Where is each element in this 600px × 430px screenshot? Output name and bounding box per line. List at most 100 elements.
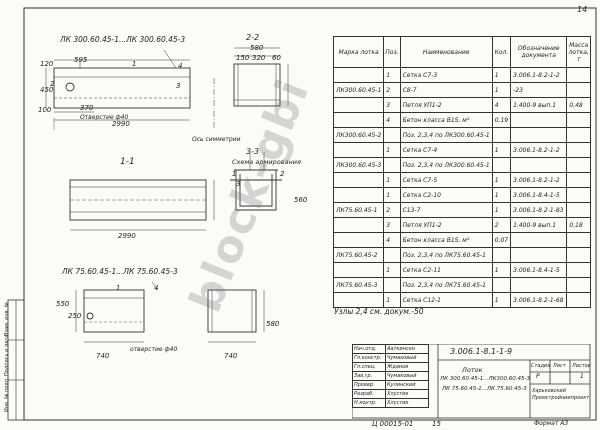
doc-code: 3.006.1-8.1-1-9: [450, 347, 513, 356]
spec-cell-mass: [566, 172, 591, 188]
dim-595: 595: [74, 56, 88, 64]
spec-cell-mark: [332, 217, 385, 233]
reinforcement-scheme: [230, 169, 282, 211]
spec-cell-name: Сетка С7-4: [399, 142, 493, 158]
spec-col-qty: Кол.: [491, 36, 512, 68]
hole-label-bottom: отверстие ф40: [130, 346, 178, 353]
spec-col-name: Наименование: [399, 36, 493, 68]
spec-cell-doc: [510, 277, 568, 293]
spec-cell-qty: 1: [491, 142, 512, 158]
spec-cell-doc: [510, 112, 568, 128]
spec-cell-pos: 1: [383, 172, 401, 188]
spec-cell-name: Сетка С2-10: [399, 187, 493, 203]
callout-2: 2: [50, 80, 55, 88]
dim-550: 550: [56, 300, 70, 308]
tray-section-short: [207, 289, 257, 333]
title-block-frame: [352, 344, 591, 419]
dim-560: 560: [294, 196, 308, 204]
callout-3: 3: [176, 82, 181, 90]
spec-cell-mark: ЛК75.60.45-3: [332, 277, 385, 293]
callout-9: 4: [154, 284, 159, 292]
dim-250: 250: [68, 312, 82, 320]
spec-cell-pos: [383, 157, 401, 173]
spec-cell-pos: 3: [383, 217, 401, 233]
side-stamp-sign: Подпись и дата: [4, 334, 10, 376]
spec-cell-mass: [566, 277, 591, 293]
callout-5: 1: [232, 170, 237, 178]
spec-cell-name: Сетка С2-11: [399, 262, 493, 278]
callout-4: 4: [178, 62, 183, 70]
spec-cell-doc: [510, 127, 568, 143]
spec-cell-mass: [566, 247, 591, 263]
spec-cell-pos: 1: [383, 262, 401, 278]
technical-drawings: [45, 47, 289, 343]
spec-cell-doc: 3.006.1-8.4-1-5: [510, 262, 568, 278]
spec-cell-mark: ЛК75.60.45-1: [332, 202, 385, 218]
spec-cell-qty: 2: [491, 217, 512, 233]
spec-cell-pos: [383, 277, 401, 293]
spec-cell-qty: [491, 127, 512, 143]
spec-cell-mass: [566, 232, 591, 248]
spec-cell-doc: 3.006.1-8.2-1-2: [510, 67, 568, 83]
spec-cell-mark: [332, 67, 385, 83]
spec-cell-doc: 1.400-9 вып.1: [510, 97, 568, 113]
spec-col-doc: Обозначение документа: [510, 36, 568, 68]
hole-label: Отверстие ф40: [80, 114, 129, 121]
spec-cell-mark: [332, 232, 385, 248]
dim-150: 150: [236, 54, 250, 62]
spec-cell-qty: 1: [491, 202, 512, 218]
hole-bottom: [86, 312, 94, 320]
section-label-2-2: 2-2: [246, 33, 260, 42]
spec-cell-mark: [332, 97, 385, 113]
spec-cell-mass: [566, 112, 591, 128]
spec-cell-name: С13-7: [399, 202, 493, 218]
spec-cell-qty: [491, 247, 512, 263]
spec-cell-pos: 1: [383, 67, 401, 83]
spec-cell-doc: 3.006.1-8.2-1-68: [510, 292, 568, 308]
stage-value: Р: [536, 373, 540, 380]
spec-cell-mark: [332, 142, 385, 158]
spec-cell-qty: [491, 277, 512, 293]
spec-cell-pos: 3: [383, 97, 401, 113]
spec-cell-qty: 1: [491, 82, 512, 98]
spec-cell-mass: [566, 202, 591, 218]
spec-cell-mark: ЛК300.60.45-1: [332, 82, 385, 98]
side-stamp-vzam: Взам. инв. №: [4, 302, 10, 336]
hole-top: [65, 82, 75, 92]
tray-elevation-short: [83, 289, 145, 333]
spec-cell-pos: [383, 247, 401, 263]
dim-320: 320: [252, 54, 266, 62]
spec-cell-doc: [510, 247, 568, 263]
reinforcement-label: Схема армирования: [232, 158, 301, 166]
spec-cell-mass: [566, 127, 591, 143]
spec-cell-name: Поз. 2,3,4 по ЛК300.60.45-1: [399, 127, 493, 143]
spec-cell-name: Сетка С7-5: [399, 172, 493, 188]
callout-8: 1: [116, 284, 121, 292]
view-title-bottom: ЛК 75.60.45-1...ЛК 75.60.45-3: [62, 267, 178, 276]
spec-cell-pos: 2: [383, 82, 401, 98]
specification-table: Марка лотка Поз. Наименование Кол. Обозн…: [332, 36, 591, 308]
spec-cell-mark: [332, 292, 385, 308]
spec-cell-pos: 1: [383, 187, 401, 203]
organization: Харьковский Промстройниипроект: [532, 388, 590, 401]
sheets-value: 1: [580, 373, 584, 380]
dim-740-b: 740: [224, 352, 238, 360]
spec-cell-doc: 3.006.1-8.4-1-5: [510, 187, 568, 203]
col-stage: Стадия: [531, 363, 551, 369]
spec-cell-doc: 1.400-9 вып.1: [510, 217, 568, 233]
spec-col-mass: Масса лотка, т: [566, 36, 591, 68]
spec-cell-qty: 1: [491, 187, 512, 203]
spec-cell-doc: [510, 232, 568, 248]
product-marks-1: ЛК 300.60.45-1...ЛК300.60.45-3: [440, 376, 531, 382]
